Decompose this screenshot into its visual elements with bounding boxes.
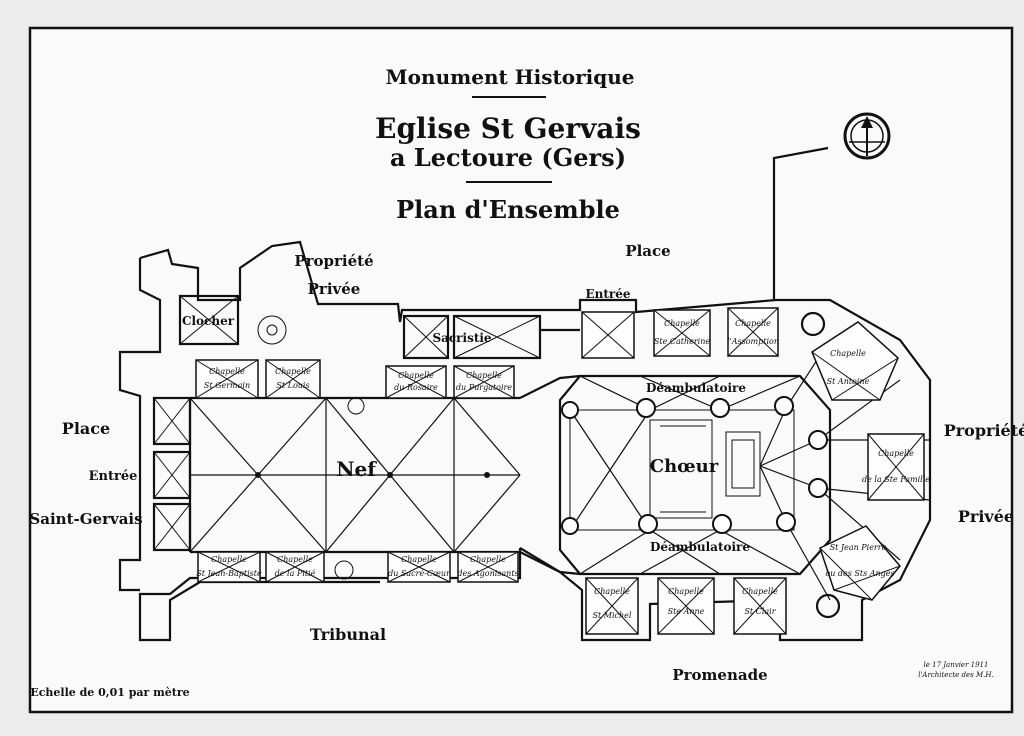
- label-entree-left: Entrée: [89, 469, 138, 484]
- nave-vaults: [189, 397, 521, 553]
- chapel-14-label: Chapelle: [668, 587, 704, 596]
- chapel-12-label: Chapelle: [470, 555, 506, 564]
- chapel-13-label: Chapelle: [594, 587, 630, 596]
- chapel-4-label: Chapelle: [466, 371, 502, 380]
- chapel-12-name: des Agonisants: [457, 569, 518, 578]
- chapel-6-name: l'Assomption: [727, 337, 779, 346]
- label-promenade: Promenade: [672, 666, 767, 684]
- chapel-2-name: St Louis: [276, 381, 309, 390]
- label-entree-top: Entrée: [585, 287, 630, 301]
- chapel-9-name: St Jean-Baptiste: [196, 569, 262, 578]
- chapel-6-label: Chapelle: [735, 319, 771, 328]
- label-deambulatoire-top: Déambulatoire: [646, 381, 746, 395]
- label-propriete-top: Propriété: [294, 252, 373, 270]
- chapel-1-label: Chapelle: [209, 367, 245, 376]
- west-porch: [152, 396, 192, 552]
- chapel-16-label: St Jean Pierre: [830, 543, 887, 552]
- chapel-4-name: du Purgatoire: [456, 383, 512, 392]
- label-privee-top: Privée: [308, 280, 361, 298]
- chapel-3-name: du Rosaire: [394, 383, 438, 392]
- chapel-5-name: Ste Catherine: [654, 337, 711, 346]
- chapel-11-label: Chapelle: [401, 555, 437, 564]
- south-choir-chapels: [585, 525, 901, 635]
- title-eglise: Eglise St Gervais: [375, 112, 641, 145]
- label-saint-gervais-left: Saint-Gervais: [29, 510, 142, 528]
- chapel-15-name: St Clair: [744, 607, 776, 616]
- chapel-2-label: Chapelle: [275, 367, 311, 376]
- label-place-top: Place: [625, 242, 670, 260]
- signature-date: le 17 Janvier 1911: [924, 661, 989, 669]
- north-choir-chapels: [581, 307, 925, 501]
- label-deambulatoire-bottom: Déambulatoire: [650, 540, 750, 554]
- chapel-10-name: de la Pitié: [275, 569, 316, 578]
- sacristie-rooms: [402, 314, 580, 360]
- chapel-8-label: Chapelle: [878, 449, 914, 458]
- chapel-5-label: Chapelle: [664, 319, 700, 328]
- chapel-10-label: Chapelle: [277, 555, 313, 564]
- label-nef: Nef: [336, 457, 377, 481]
- chapel-8-name: de la Ste Famille: [862, 475, 930, 484]
- label-tribunal: Tribunal: [310, 625, 386, 644]
- chapel-9-label: Chapelle: [211, 555, 247, 564]
- chapel-1-name: St Germain: [204, 381, 250, 390]
- clocher-tower: [178, 294, 365, 580]
- label-clocher: Clocher: [182, 314, 235, 328]
- scale-note: Echelle de 0,01 par mètre: [30, 686, 189, 699]
- chapel-11-name: du Sacré-Cœur: [388, 569, 451, 578]
- label-place-left: Place: [62, 419, 110, 438]
- title-plan-ensemble: Plan d'Ensemble: [396, 195, 620, 224]
- north-arrow-icon: [843, 112, 891, 160]
- signature-architect: l'Architecte des M.H.: [918, 671, 993, 679]
- chapel-15-label: Chapelle: [742, 587, 778, 596]
- choir-pillars: [561, 396, 828, 535]
- label-privee-right: Privée: [958, 507, 1014, 526]
- chapel-13-name: St Michel: [593, 611, 632, 620]
- title-lectoure: a Lectoure (Gers): [390, 143, 626, 172]
- chapel-14-name: Ste Anne: [668, 607, 705, 616]
- chapel-7-name: St Antoine: [827, 377, 870, 386]
- chapel-16-name: ou des Sts Anges: [825, 569, 894, 578]
- north-nave-chapels: [195, 359, 515, 399]
- label-choeur: Chœur: [650, 456, 719, 477]
- south-nave-chapels: [197, 551, 519, 583]
- label-propriete-right: Propriété: [944, 421, 1024, 440]
- property-boundary-line: [772, 146, 829, 300]
- chapel-7-label: Chapelle: [830, 349, 866, 358]
- chapel-3-label: Chapelle: [398, 371, 434, 380]
- label-sacristie: Sacristie: [432, 331, 491, 345]
- title-monument-historique: Monument Historique: [386, 65, 635, 89]
